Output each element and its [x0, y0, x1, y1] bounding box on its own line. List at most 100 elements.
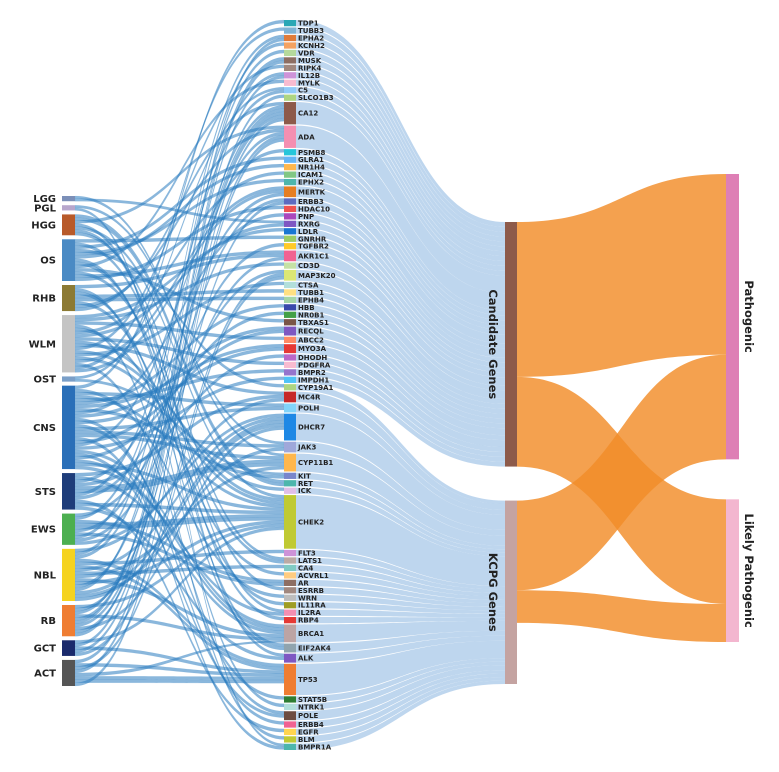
gene-label-rxrg: RXRG	[298, 220, 320, 228]
flow-tbxas1-to-candidate-genes	[296, 319, 505, 429]
flow-slco1b3-to-candidate-genes	[296, 94, 505, 276]
cancer-label-wlm: WLM	[29, 339, 56, 350]
cancer-node-lgg	[62, 196, 75, 202]
cancer-label-rb: RB	[41, 616, 56, 627]
gene-node-stat5b	[284, 696, 296, 703]
gene-node-impdh1	[284, 376, 296, 383]
group-label-kcpg-genes: KCPG Genes	[486, 553, 500, 632]
flow-musk-to-candidate-genes	[296, 57, 505, 252]
gene-node-ephb4	[284, 296, 296, 304]
gene-label-pdgfra: PDGFRA	[298, 361, 331, 369]
flow-ephb4-to-candidate-genes	[296, 296, 505, 414]
flow-tdp1-to-candidate-genes	[296, 20, 505, 227]
flow-alk-to-kcpg-genes	[296, 635, 505, 663]
gene-label-ca4: CA4	[298, 564, 314, 572]
gene-label-tdp1: TDP1	[298, 20, 319, 28]
flow-mylk-to-candidate-genes	[296, 79, 505, 266]
gene-label-ar: AR	[298, 579, 309, 587]
gene-node-egfr	[284, 728, 296, 736]
gene-node-il2ra	[284, 609, 296, 616]
gene-node-abcc2	[284, 336, 296, 343]
cancer-label-act: ACT	[34, 668, 56, 679]
gene-node-vdr	[284, 49, 296, 57]
gene-label-ick: ICK	[298, 487, 312, 495]
flow-myo3a-to-candidate-genes	[296, 344, 505, 448]
flow-ar-to-kcpg-genes	[296, 579, 505, 604]
flow-il12b-to-candidate-genes	[296, 72, 505, 262]
flow-kit-to-kcpg-genes	[296, 472, 505, 550]
gene-label-abcc2: ABCC2	[298, 336, 324, 344]
gene-label-stat5b: STAT5B	[298, 696, 327, 704]
cancer-node-pgl	[62, 205, 75, 211]
flow-cyp19a1-to-kcpg-genes	[296, 384, 505, 505]
gene-node-gnrhr	[284, 235, 296, 242]
gene-label-gnrhr: GNRHR	[298, 235, 327, 243]
gene-label-mertk: MERTK	[298, 188, 326, 196]
gene-node-lats1	[284, 557, 296, 564]
flow-pole-to-kcpg-genes	[296, 665, 505, 721]
gene-node-pdgfra	[284, 361, 296, 369]
flow-ada-to-candidate-genes	[296, 125, 505, 311]
gene-node-blm	[284, 736, 296, 743]
flow-nr0b1-to-candidate-genes	[296, 311, 505, 424]
gene-label-impdh1: IMPDH1	[298, 376, 329, 384]
flow-map3k20-to-candidate-genes	[296, 269, 505, 399]
gene-node-pole	[284, 711, 296, 721]
flow-c5-to-candidate-genes	[296, 87, 505, 271]
flow-il11ra-to-kcpg-genes	[296, 602, 505, 614]
flow-nr1h4-to-candidate-genes	[296, 164, 505, 326]
gene-label-eif2ak4: EIF2AK4	[298, 645, 331, 653]
gene-node-eif2ak4	[284, 643, 296, 653]
gene-node-alk	[284, 653, 296, 663]
flow-epha2-to-candidate-genes	[296, 34, 505, 237]
gene-node-mylk	[284, 79, 296, 86]
gene-node-c5	[284, 87, 296, 94]
gene-node-epha2	[284, 34, 296, 42]
gene-node-hbb	[284, 304, 296, 311]
group-class-flows	[517, 174, 726, 642]
flow-psmb8-to-candidate-genes	[296, 149, 505, 316]
gene-label-tubb3: TUBB3	[298, 27, 324, 35]
flow-eif2ak4-to-kcpg-genes	[296, 630, 505, 653]
flow-akr1c1-to-candidate-genes	[296, 250, 505, 386]
gene-node-myo3a	[284, 344, 296, 354]
gene-label-blm: BLM	[298, 736, 315, 744]
flow-wrn-to-kcpg-genes	[296, 594, 505, 611]
gene-label-cyp11b1: CYP11B1	[298, 459, 333, 467]
gene-label-il12b: IL12B	[298, 72, 320, 80]
flow-rbp4-to-kcpg-genes	[296, 617, 505, 624]
gene-node-il12b	[284, 72, 296, 79]
gene-label-cyp19a1: CYP19A1	[298, 384, 333, 392]
flow-candidate-genes-to-pathogenic	[517, 174, 726, 377]
cancer-label-cns: CNS	[33, 423, 56, 434]
cancer-node-rb	[62, 605, 75, 637]
gene-label-ada: ADA	[298, 133, 315, 141]
gene-node-nr0b1	[284, 311, 296, 318]
gene-label-dhodh: DHODH	[298, 354, 327, 362]
cancer-node-ost	[62, 376, 75, 382]
gene-node-mc4r	[284, 391, 296, 403]
cancer-node-os	[62, 239, 75, 281]
flow-pdgfra-to-candidate-genes	[296, 361, 505, 457]
gene-node-flt3	[284, 549, 296, 557]
flow-polh-to-kcpg-genes	[296, 403, 505, 515]
gene-label-map3k20: MAP3K20	[298, 272, 336, 280]
flow-stat5b-to-kcpg-genes	[296, 658, 505, 703]
gene-label-c5: C5	[298, 87, 308, 95]
flow-mertk-to-candidate-genes	[296, 186, 505, 344]
gene-node-ada	[284, 125, 296, 148]
gene-node-wrn	[284, 594, 296, 601]
gene-node-il11ra	[284, 602, 296, 609]
gene-node-polh	[284, 403, 296, 413]
gene-label-tp53: TP53	[298, 676, 318, 684]
flow-ldlr-to-candidate-genes	[296, 228, 505, 368]
gene-node-erbb4	[284, 721, 296, 728]
gene-label-esrrb: ESRRB	[298, 587, 324, 595]
gene-label-erbb3: ERBB3	[298, 198, 324, 206]
gene-node-pnp	[284, 213, 296, 220]
cancer-node-act	[62, 659, 75, 686]
flow-erbb4-to-kcpg-genes	[296, 670, 505, 728]
flow-kcpg-genes-to-likely-pathogenic	[517, 590, 726, 642]
gene-label-dhcr7: DHCR7	[298, 424, 325, 432]
flow-tubb1-to-candidate-genes	[296, 289, 505, 409]
